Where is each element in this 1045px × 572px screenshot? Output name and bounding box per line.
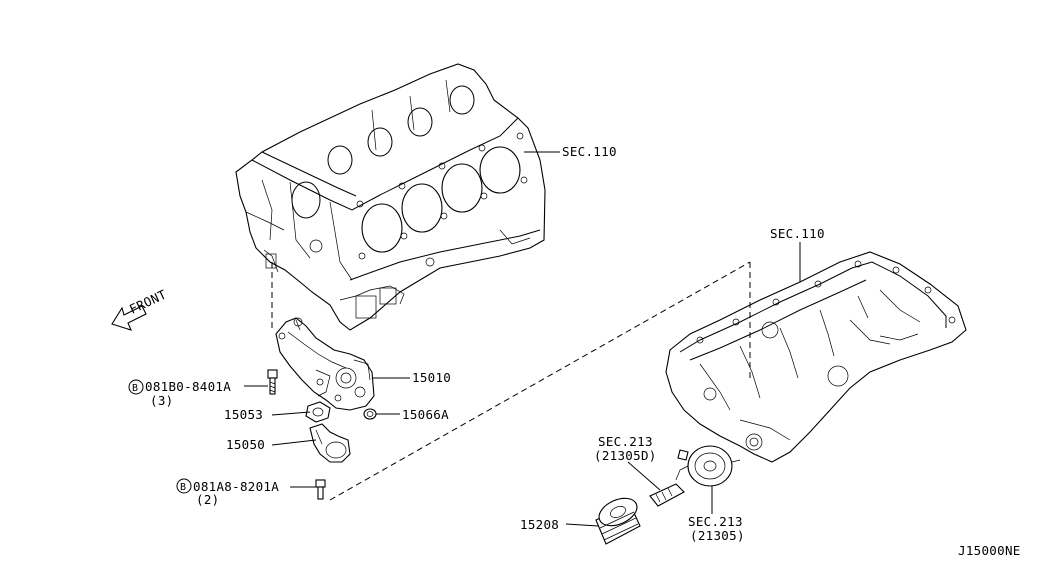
diagram-id: J15000NE	[958, 543, 1021, 558]
oil-pan-illustration	[665, 251, 967, 463]
label-bolt-081a8: 081A8-8201A	[193, 479, 279, 494]
gasket-15053-illustration	[305, 401, 331, 423]
engine-block-illustration	[235, 63, 546, 331]
label-15050: 15050	[226, 437, 265, 452]
bolt-081a8-illustration	[315, 479, 326, 500]
oil-cooler-illustration	[675, 445, 741, 487]
bolt-marker-1	[128, 379, 144, 395]
label-15208: 15208	[520, 517, 559, 532]
front-arrow	[111, 305, 147, 331]
label-bolt-081b0-qty: (3)	[150, 393, 173, 408]
label-15010: 15010	[412, 370, 451, 385]
label-sec213-b-sub: (21305)	[690, 528, 745, 543]
bolt-081b0-illustration	[267, 369, 278, 395]
leader-lines	[244, 151, 801, 527]
bolt-marker-2	[176, 478, 192, 494]
label-sec110-block: SEC.110	[562, 144, 617, 159]
front-label: FRONT	[127, 287, 169, 317]
bolt-marker-2-letter: B	[180, 482, 186, 493]
oil-filter-15208-illustration	[595, 497, 641, 545]
label-sec110-pan: SEC.110	[770, 226, 825, 241]
strainer-15050-illustration	[309, 423, 351, 463]
label-sec213-a: SEC.213	[598, 434, 653, 449]
label-sec213-a-sub: (21305D)	[594, 448, 657, 463]
oil-pump-illustration	[275, 317, 375, 411]
label-bolt-081b0: 081B0-8401A	[145, 379, 231, 394]
bolt-marker-1-letter: B	[132, 383, 138, 394]
label-15066a: 15066A	[402, 407, 449, 422]
label-bolt-081a8-qty: (2)	[196, 492, 219, 507]
label-sec213-b: SEC.213	[688, 514, 743, 529]
oring-15066a-illustration	[363, 408, 377, 420]
label-15053: 15053	[224, 407, 263, 422]
connector-21305d-illustration	[649, 483, 685, 507]
